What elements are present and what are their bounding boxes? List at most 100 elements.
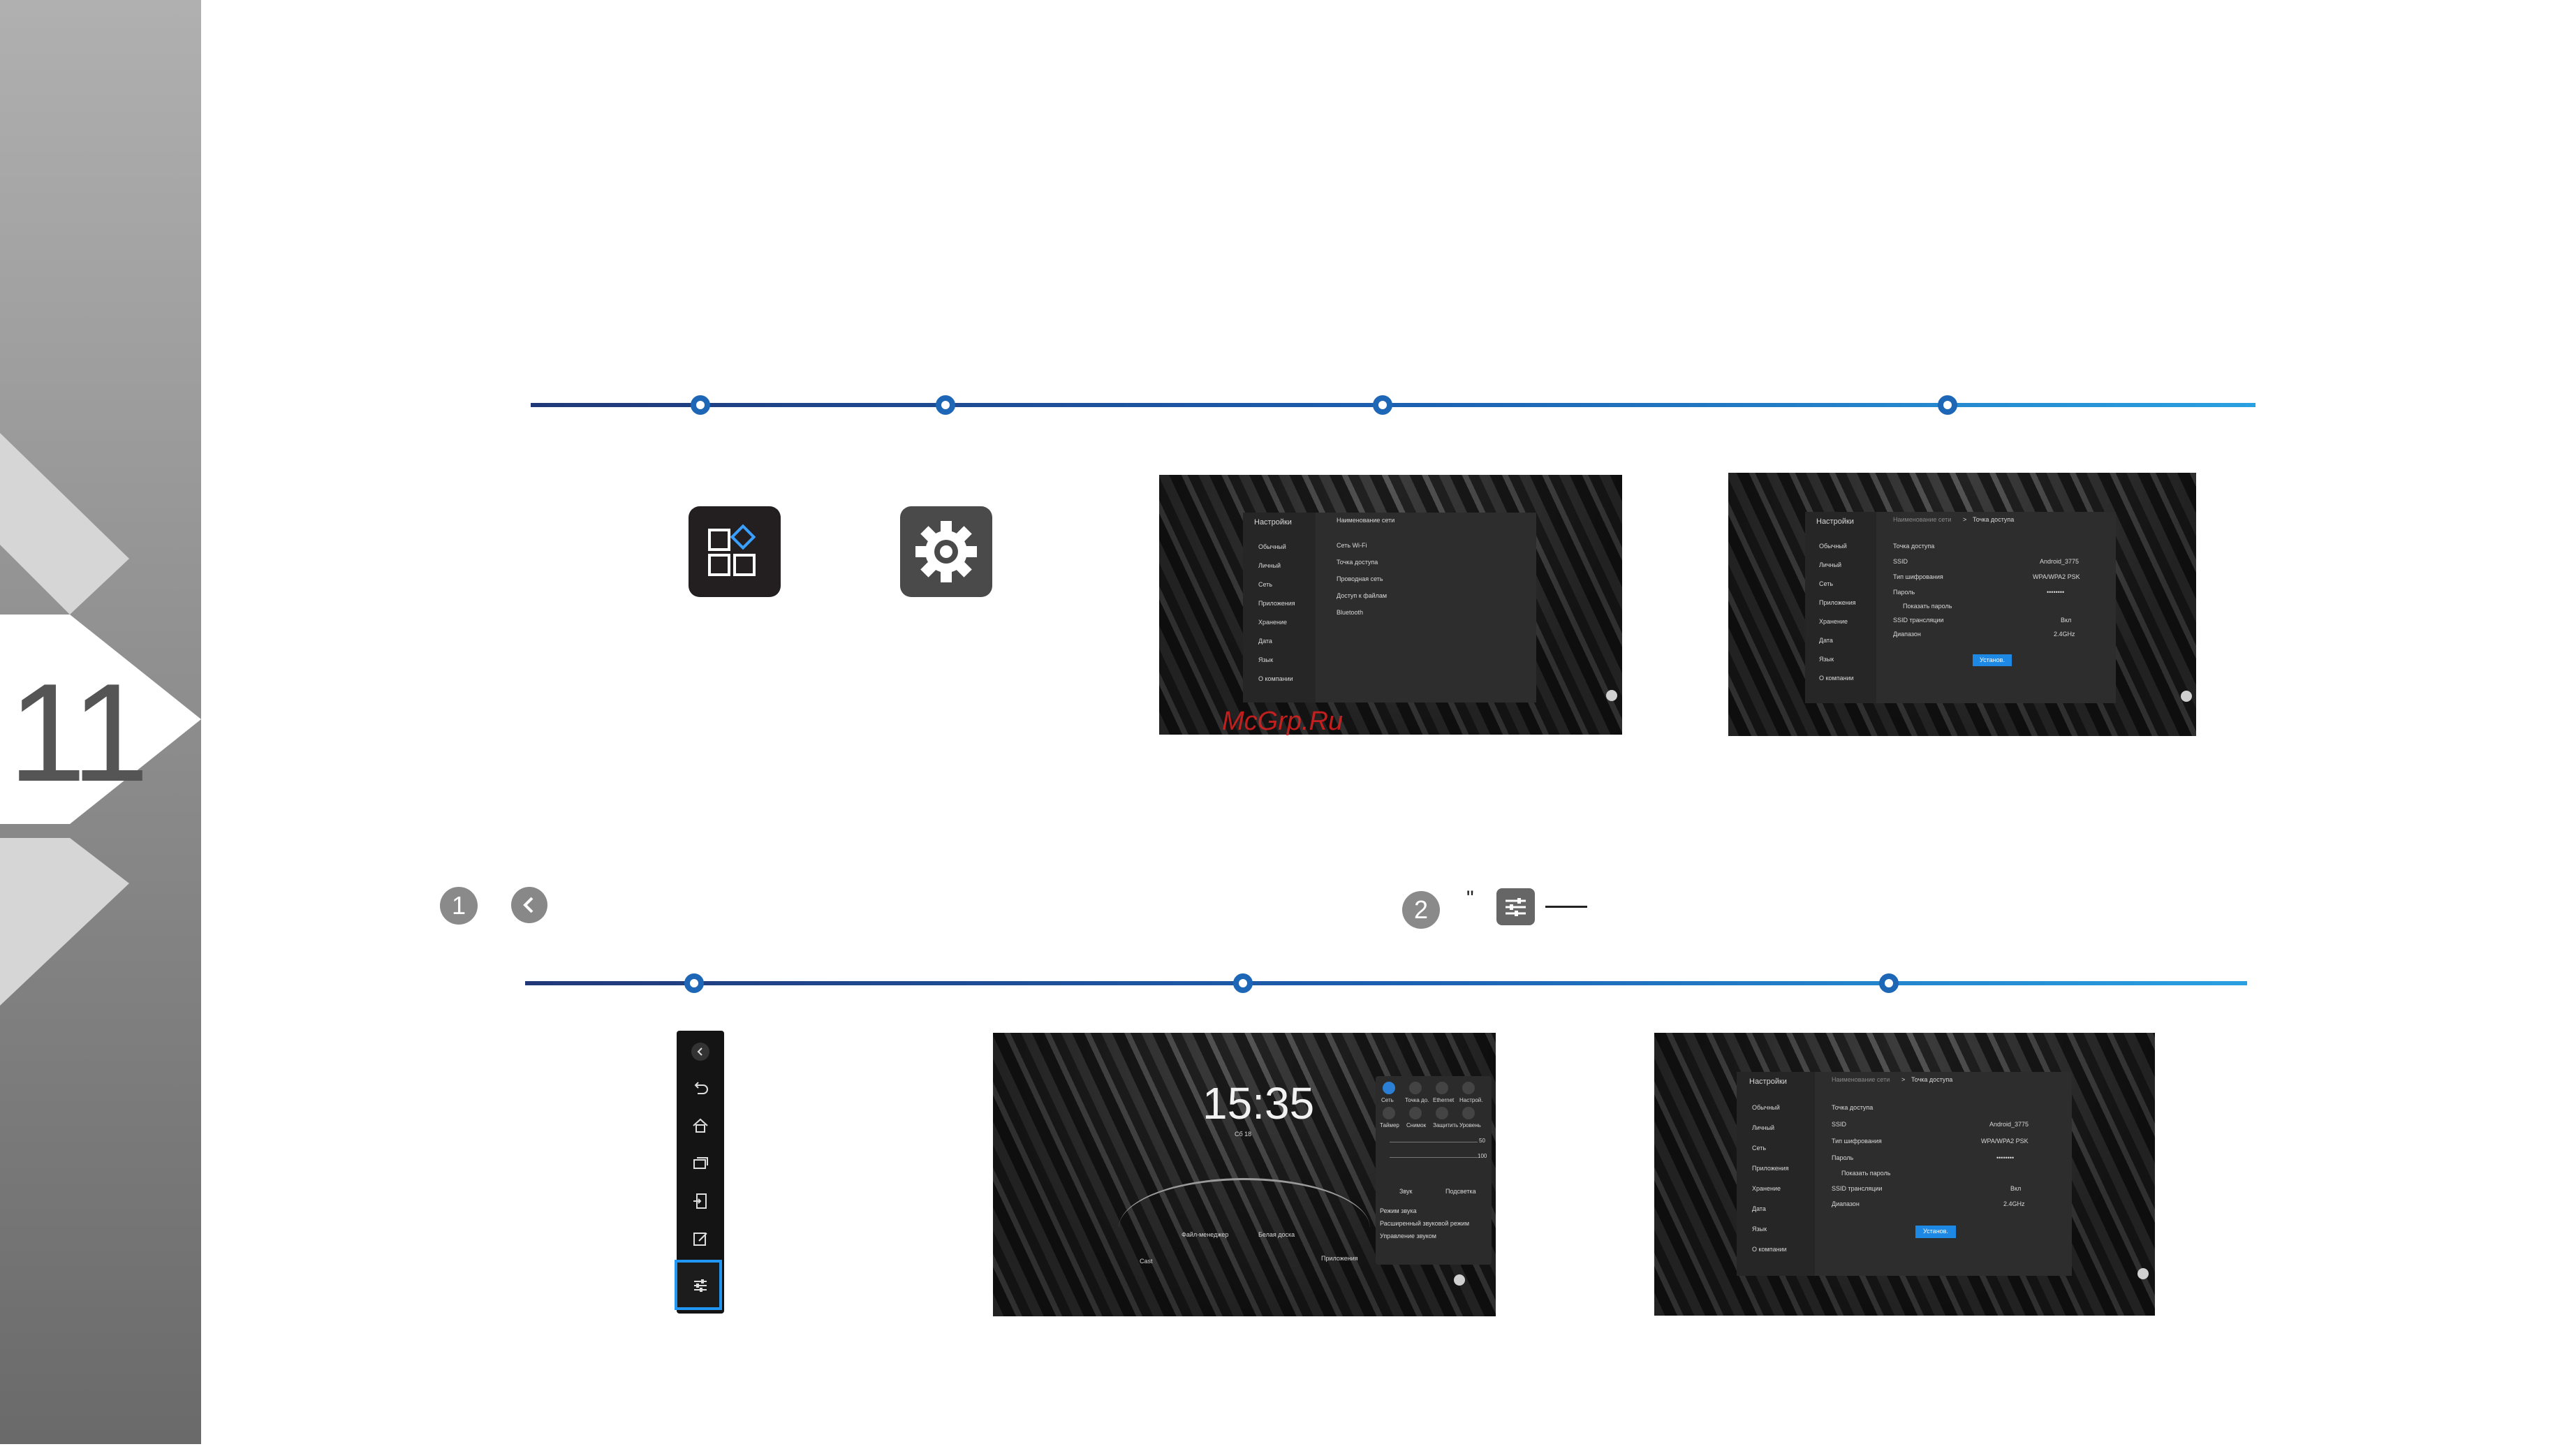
floating-dot[interactable]: [1606, 690, 1617, 701]
quick-settings-panel: Сеть Точка до. Ethernet Настрой. Таймер …: [1376, 1076, 1492, 1265]
network-item[interactable]: Точка доступа: [1337, 559, 1378, 566]
field-value[interactable]: Android_3775: [1989, 1121, 2029, 1128]
pointer-line: [1545, 906, 1587, 908]
field-value[interactable]: 2.4GHz: [2054, 631, 2075, 638]
field-value[interactable]: WPA/WPA2 PSK: [2033, 573, 2080, 580]
menu-item-active[interactable]: Сеть: [1819, 580, 1834, 587]
menu-item[interactable]: Дата: [1752, 1205, 1766, 1212]
timeline-node: [936, 395, 955, 415]
field-label: Точка доступа: [1893, 543, 1935, 550]
network-item[interactable]: Проводная сеть: [1337, 575, 1383, 582]
field-label: Пароль: [1893, 589, 1915, 596]
field-value[interactable]: 2.4GHz: [2003, 1200, 2025, 1207]
ethernet-toggle[interactable]: [1436, 1082, 1448, 1094]
field-value[interactable]: Android_3775: [2040, 558, 2080, 565]
section-title: Наименование сети: [1337, 517, 1395, 524]
network-item[interactable]: Сеть Wi-Fi: [1337, 542, 1367, 549]
menu-item[interactable]: Дата: [1258, 638, 1272, 645]
settings-button-highlighted[interactable]: [675, 1260, 722, 1310]
menu-item[interactable]: Хранение: [1258, 619, 1287, 626]
field-label: Точка доступа: [1832, 1104, 1874, 1111]
home-icon[interactable]: [691, 1116, 710, 1135]
network-item[interactable]: Bluetooth: [1337, 609, 1364, 616]
menu-item[interactable]: Язык: [1752, 1226, 1767, 1233]
menu-item[interactable]: Хранение: [1819, 618, 1848, 625]
menu-item-active[interactable]: Сеть: [1258, 581, 1273, 588]
input-icon[interactable]: [691, 1191, 710, 1211]
menu-item[interactable]: Язык: [1819, 656, 1834, 663]
tab-sound[interactable]: Звук: [1399, 1188, 1413, 1195]
quick-menu-item[interactable]: Управление звуком: [1380, 1233, 1436, 1240]
menu-item[interactable]: Дата: [1819, 637, 1833, 644]
tab-backlight[interactable]: Подсветка: [1445, 1188, 1476, 1195]
settings-toggle[interactable]: [1462, 1082, 1475, 1094]
quick-label: Таймер: [1380, 1122, 1399, 1128]
field-value[interactable]: ••••••••: [2047, 589, 2065, 596]
breadcrumb-parent[interactable]: Наименование сети: [1893, 516, 1952, 523]
chapter-sidebar: 11: [0, 0, 201, 1444]
menu-item[interactable]: Приложения: [1819, 599, 1856, 606]
volume-slider[interactable]: [1390, 1157, 1478, 1158]
screenshot-toggle[interactable]: [1409, 1107, 1422, 1119]
network-toggle[interactable]: [1383, 1082, 1395, 1094]
field-label[interactable]: Показать пароль: [1903, 603, 1952, 610]
settings-panel: Настройки Наименование сети > Точка дост…: [1805, 512, 2116, 703]
menu-item[interactable]: Хранение: [1752, 1185, 1781, 1192]
quick-label: Сеть: [1381, 1097, 1394, 1103]
quick-label: Защитить: [1433, 1122, 1459, 1128]
quick-menu-item[interactable]: Режим звука: [1380, 1207, 1417, 1214]
field-label: SSID трансляции: [1832, 1185, 1883, 1192]
gear-icon[interactable]: [900, 506, 992, 597]
menu-item[interactable]: Обычный: [1819, 543, 1847, 550]
field-value[interactable]: Вкл: [2061, 617, 2072, 624]
menu-item[interactable]: Обычный: [1258, 543, 1286, 550]
app-file-manager[interactable]: Файл-менеджер: [1182, 1231, 1229, 1238]
page-number: 11: [8, 655, 149, 811]
hotspot-toggle[interactable]: [1409, 1082, 1422, 1094]
menu-item[interactable]: Личный: [1819, 561, 1842, 568]
menu-item[interactable]: О компании: [1752, 1246, 1787, 1253]
annotate-icon[interactable]: [691, 1229, 710, 1249]
windows-icon[interactable]: [691, 1154, 710, 1173]
timer-toggle[interactable]: [1383, 1107, 1395, 1119]
floating-dot[interactable]: [2181, 691, 2192, 702]
menu-item[interactable]: Личный: [1258, 562, 1281, 569]
field-label[interactable]: Показать пароль: [1841, 1170, 1891, 1177]
timeline-node: [684, 973, 704, 993]
quick-menu-item[interactable]: Расширенный звуковой режим: [1380, 1220, 1470, 1227]
app-applications[interactable]: Приложения: [1321, 1255, 1358, 1262]
lock-toggle[interactable]: [1436, 1107, 1448, 1119]
timeline-top: [531, 403, 2255, 407]
apply-button[interactable]: Установ.: [1973, 654, 2012, 666]
undo-icon[interactable]: [691, 1078, 710, 1098]
field-value[interactable]: WPA/WPA2 PSK: [1981, 1138, 2029, 1145]
field-value[interactable]: ••••••••: [1996, 1154, 2015, 1161]
menu-item[interactable]: Язык: [1258, 656, 1274, 663]
network-item[interactable]: Доступ к файлам: [1337, 592, 1388, 599]
floating-dot[interactable]: [1454, 1274, 1465, 1286]
field-label: SSID трансляции: [1893, 617, 1944, 624]
menu-item[interactable]: Личный: [1752, 1124, 1775, 1131]
timeline-node: [1938, 395, 1957, 415]
field-value[interactable]: Вкл: [2010, 1185, 2022, 1192]
menu-item[interactable]: Обычный: [1752, 1104, 1780, 1111]
screenshot-hotspot-settings-2: Настройки Наименование сети > Точка дост…: [1654, 1033, 2155, 1316]
quick-label: Снимок: [1406, 1122, 1427, 1128]
menu-item-active[interactable]: Сеть: [1752, 1145, 1767, 1152]
menu-item[interactable]: Приложения: [1258, 600, 1295, 607]
menu-item[interactable]: О компании: [1258, 675, 1293, 682]
apps-icon[interactable]: [689, 506, 781, 597]
breadcrumb-parent[interactable]: Наименование сети: [1832, 1076, 1890, 1083]
level-toggle[interactable]: [1462, 1107, 1475, 1119]
clock: 15:35: [1202, 1078, 1315, 1128]
quick-label: Настрой.: [1459, 1097, 1483, 1103]
floating-dot[interactable]: [2137, 1268, 2149, 1279]
chevron-left-icon[interactable]: [691, 1042, 710, 1061]
field-label: Диапазон: [1832, 1200, 1860, 1207]
menu-item[interactable]: Приложения: [1752, 1165, 1789, 1172]
app-whiteboard[interactable]: Белая доска: [1258, 1231, 1295, 1238]
settings-header: Настройки: [1254, 518, 1292, 527]
app-cast[interactable]: Cast: [1140, 1258, 1153, 1265]
menu-item[interactable]: О компании: [1819, 675, 1854, 682]
apply-button[interactable]: Установ.: [1915, 1226, 1956, 1238]
